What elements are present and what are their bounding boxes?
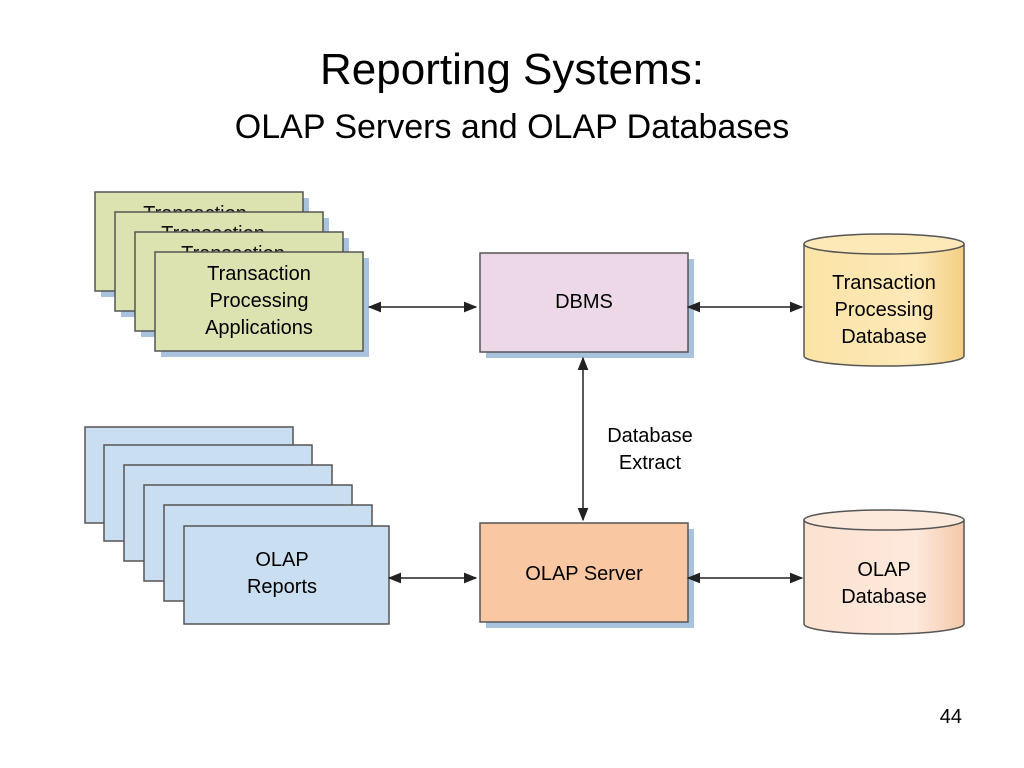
transaction-apps-label-line1: Transaction [207,263,311,285]
transaction-apps-label-line3: Applications [205,317,313,339]
transaction-apps-label-line2: Processing [210,290,309,312]
transaction-applications-stack: Transaction Transaction Transaction Tran… [94,191,369,357]
olap-reports-stack: OLAP Reports [84,426,390,625]
transaction-db-label-line3: Database [841,326,927,348]
olap-server-label: OLAP Server [525,563,643,585]
slide-title: Reporting Systems: [320,45,704,94]
database-extract-label-line2: Extract [619,452,682,474]
transaction-database-cylinder: Transaction Processing Database [803,233,965,367]
olap-db-label-line1: OLAP [857,559,910,581]
transaction-db-label-line2: Processing [835,299,934,321]
olap-db-label-line2: Database [841,586,927,608]
olap-reports-label-line2: Reports [247,576,317,598]
olap-database-cylinder: OLAP Database [803,509,965,635]
olap-reports-label-line1: OLAP [255,549,308,571]
transaction-db-label-line1: Transaction [832,272,936,294]
stack-front-page: Transaction Processing Applications [154,251,369,357]
olap-server-box: OLAP Server [479,522,694,628]
slide-subtitle: OLAP Servers and OLAP Databases [234,108,790,146]
dbms-box: DBMS [479,252,694,358]
dbms-label: DBMS [555,291,613,313]
database-extract-label-line1: Database [607,425,693,447]
page-number: 44 [939,706,962,728]
olap-reports-front-page: OLAP Reports [183,525,390,625]
